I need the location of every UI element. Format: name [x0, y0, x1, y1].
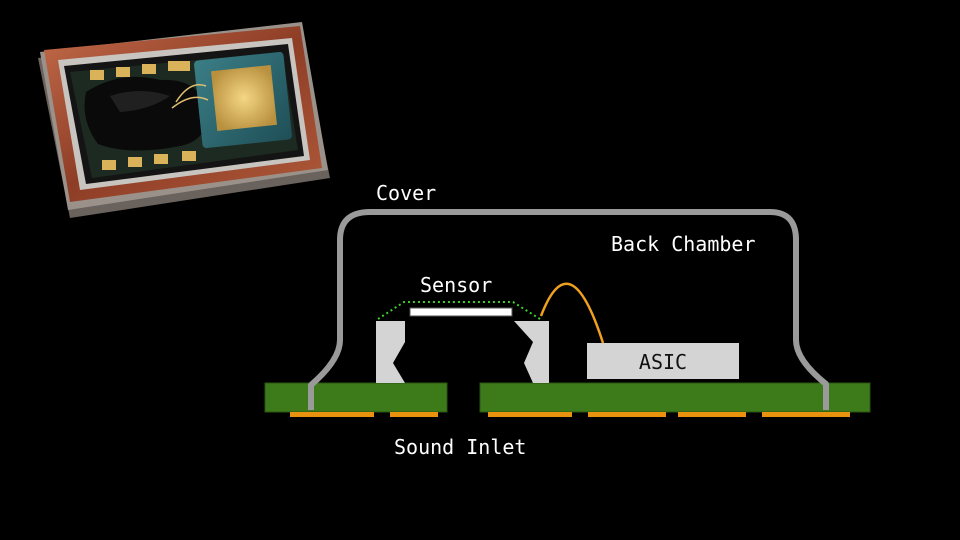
sensor-die	[376, 301, 549, 383]
photo-gold-pads	[90, 61, 196, 170]
pcb-substrate	[264, 382, 871, 413]
solder-pads	[290, 412, 850, 417]
asic-label: ASIC	[639, 350, 687, 374]
sensor-right-post	[514, 321, 549, 383]
sensor-left-post	[376, 321, 405, 383]
sensor-backplate	[409, 307, 513, 317]
mems-microphone-photo	[38, 22, 330, 218]
sensor-membrane	[377, 301, 541, 320]
sensor-label: Sensor	[420, 273, 492, 297]
pcb-right	[479, 382, 871, 413]
cover-outline	[308, 209, 829, 410]
back-chamber-label: Back Chamber	[611, 232, 756, 256]
cover-label: Cover	[376, 181, 436, 205]
wire-bond	[539, 282, 605, 344]
pcb-left	[264, 382, 448, 413]
asic-chip: ASIC	[587, 343, 739, 379]
sound-inlet-label: Sound Inlet	[394, 435, 526, 459]
